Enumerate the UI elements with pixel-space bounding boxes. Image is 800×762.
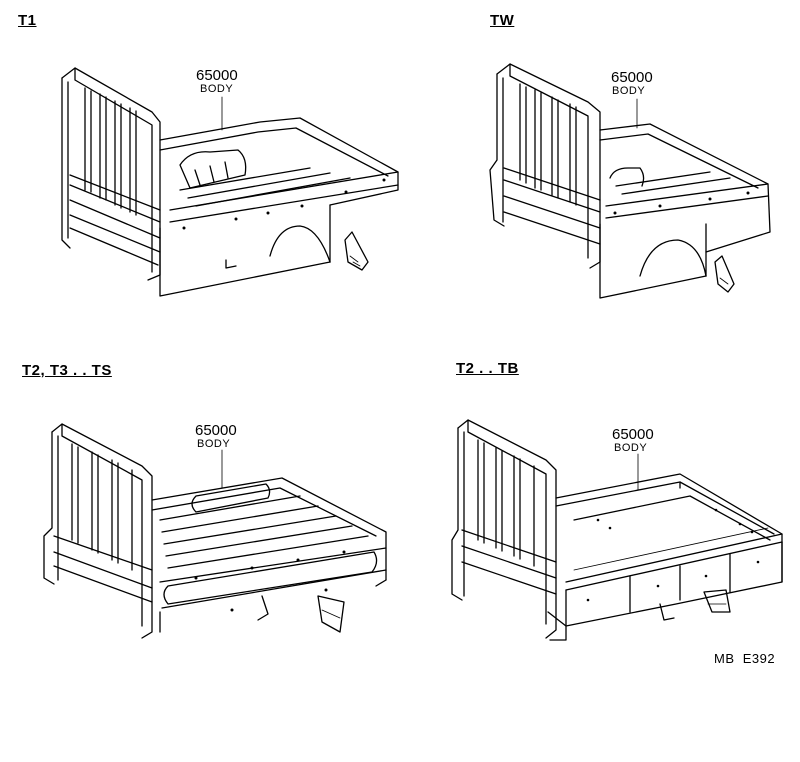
body-drawing-t1 — [61, 67, 399, 297]
body-drawing-t2-ts — [43, 423, 387, 639]
variant-label-t2-ts: T2, T3 . . TS — [22, 362, 112, 379]
part-name-t2-ts: BODY — [197, 438, 231, 450]
part-name-t1: BODY — [200, 83, 234, 95]
body-drawing-tw — [489, 63, 771, 299]
variant-label-tw: TW — [490, 12, 515, 29]
variant-label-t1: T1 — [18, 12, 37, 29]
part-name-tw: BODY — [612, 85, 646, 97]
variant-label-t2-tb: T2 . . TB — [456, 360, 519, 377]
figure-code: MB E392 — [714, 651, 776, 666]
part-number-t2-ts: 65000 — [195, 422, 237, 439]
part-number-t1: 65000 — [196, 67, 238, 84]
part-name-t2-tb: BODY — [614, 442, 648, 454]
body-drawing-t2-tb — [451, 419, 783, 641]
part-number-t2-tb: 65000 — [612, 426, 654, 443]
part-number-tw: 65000 — [611, 69, 653, 86]
